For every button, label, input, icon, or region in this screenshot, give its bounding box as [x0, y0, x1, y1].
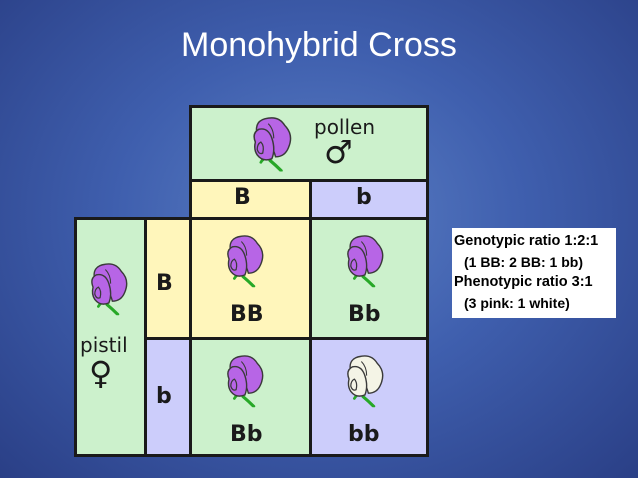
slide-title: Monohybrid Cross	[181, 26, 457, 64]
pistil-label: pistil	[80, 333, 128, 357]
offspring-flower-3-icon	[222, 352, 266, 408]
pistil-flower-icon	[86, 260, 130, 316]
ratio-box: Genotypic ratio 1:2:1 (1 BB: 2 BB: 1 bb)…	[452, 228, 616, 318]
row-allele-1: B	[156, 271, 173, 296]
col-allele-cell-1	[189, 179, 312, 220]
offspring-genotype-1: BB	[230, 302, 264, 327]
male-symbol-icon: ♂	[324, 133, 353, 171]
row-allele-2: b	[156, 384, 172, 409]
offspring-flower-1-icon	[222, 232, 266, 288]
phenotypic-ratio-detail: (3 pink: 1 white)	[464, 294, 570, 311]
phenotypic-ratio: Phenotypic ratio 3:1	[454, 274, 593, 290]
pollen-header-cell	[189, 105, 429, 182]
pollen-flower-icon	[248, 113, 294, 173]
genotypic-ratio: Genotypic ratio 1:2:1	[454, 233, 599, 249]
genotypic-ratio-detail: (1 BB: 2 BB: 1 bb)	[464, 253, 583, 270]
col-allele-2: b	[356, 185, 372, 210]
female-symbol-icon: ♀	[89, 354, 113, 392]
offspring-flower-2-icon	[342, 232, 386, 288]
offspring-genotype-2: Bb	[348, 302, 381, 327]
offspring-genotype-3: Bb	[230, 422, 263, 447]
pollen-label: pollen	[314, 115, 376, 139]
offspring-flower-4-icon	[342, 352, 386, 408]
col-allele-1: B	[234, 185, 251, 210]
offspring-genotype-4: bb	[348, 422, 380, 447]
